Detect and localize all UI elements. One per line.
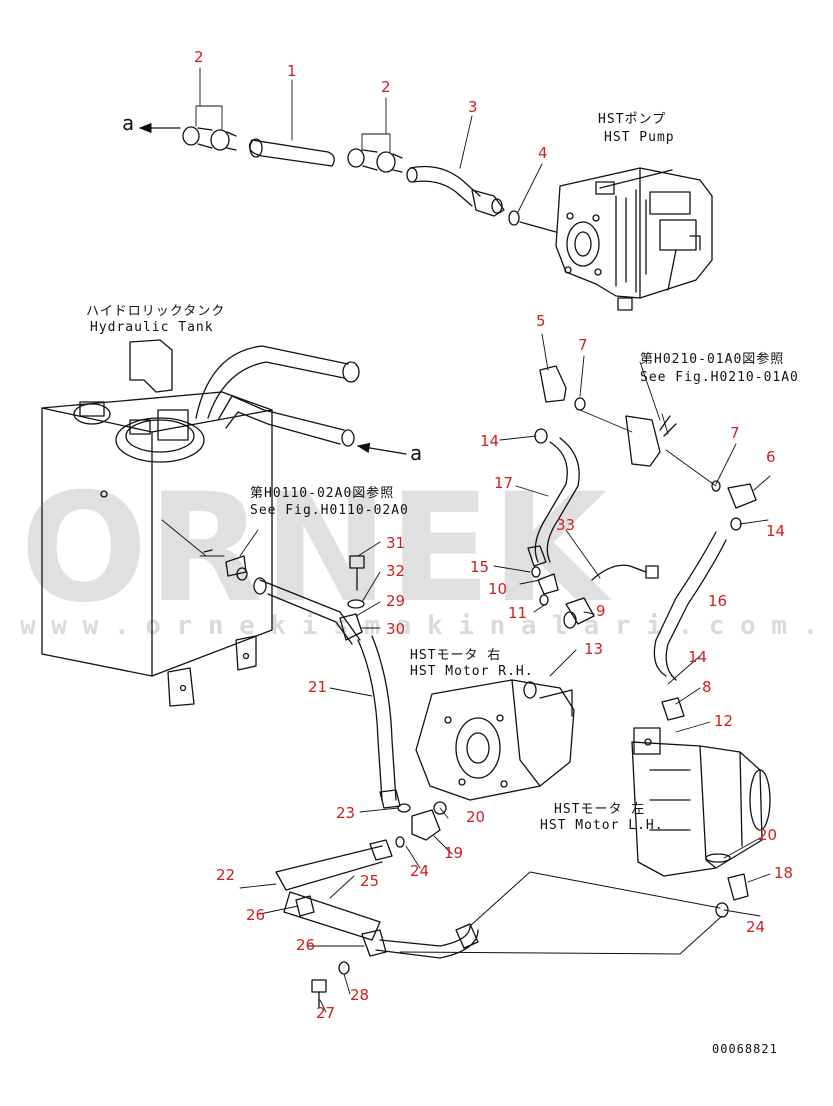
callout-14: 14: [480, 432, 500, 450]
tube-25: [283, 891, 381, 941]
note-ref-h0210-jp: 第H0210-01A0図参照: [640, 352, 785, 367]
hst-motor-lh-icon: [631, 697, 771, 877]
fitting-19: [411, 809, 441, 841]
callout-7: 7: [730, 424, 740, 442]
callout-28: 28: [350, 986, 370, 1004]
hose-17: [534, 437, 580, 563]
hose-16: [653, 531, 727, 681]
hydraulic-tank-icon: [41, 339, 407, 707]
tank-suction-pipe: [195, 345, 349, 419]
callout-22: 22: [216, 866, 236, 884]
note-motor-rh-en: HST Motor R.H.: [410, 664, 534, 679]
watermark-brand: ORNEK: [20, 462, 612, 636]
hose-22: [275, 845, 383, 891]
callout-23: 23: [336, 804, 356, 822]
callout-4: 4: [538, 144, 548, 162]
note-arrow-a-top: a: [122, 111, 136, 135]
tube-3: [409, 165, 481, 207]
note-ref-h0110-jp: 第H0110-02A0図参照: [250, 486, 395, 501]
callout-24: 24: [410, 862, 430, 880]
note-motor-rh-jp: HSTモータ 右: [410, 648, 502, 663]
callout-2: 2: [194, 48, 204, 66]
hose-21-group: [253, 555, 401, 809]
fitting-10: [537, 573, 559, 595]
fitting-6: [727, 483, 757, 509]
hose-clamp-icon: [376, 151, 396, 173]
hose-lower: [375, 925, 479, 959]
fitting-9: [565, 597, 595, 625]
sensor-33: [591, 564, 647, 581]
hst-motor-rh-icon: [415, 679, 575, 801]
callout-7: 7: [578, 336, 588, 354]
tank-side-fitting: [203, 549, 247, 577]
hst-pump-icon: [555, 167, 713, 311]
callout-26: 26: [246, 906, 266, 924]
callout-20: 20: [758, 826, 778, 844]
callout-31: 31: [386, 534, 406, 552]
callout-6: 6: [766, 448, 776, 466]
drawing-number: 00068821: [712, 1042, 778, 1056]
note-arrow-a-tank: a: [410, 441, 424, 465]
hose-clamp-icon: [347, 148, 365, 168]
callout-26: 26: [296, 936, 316, 954]
callout-2: 2: [381, 78, 391, 96]
callout-11: 11: [508, 604, 528, 622]
o-ring-4: [508, 210, 520, 226]
fitting-8: [661, 697, 685, 721]
hose-21-top: [259, 579, 361, 645]
callout-19: 19: [444, 844, 464, 862]
callout-16: 16: [708, 592, 728, 610]
callout-32: 32: [386, 562, 406, 580]
suction-line-group: [138, 122, 557, 233]
note-tank-en: Hydraulic Tank: [90, 320, 214, 335]
hose-clamp-icon: [210, 129, 230, 151]
fitting-18: [727, 873, 749, 901]
washer-28: [338, 961, 350, 975]
arrow-a-tank: [356, 442, 407, 455]
callout-15: 15: [470, 558, 490, 576]
callout-18: 18: [774, 864, 794, 882]
watermark: ORNEK w w w . o r n e k i s m a k i n a …: [20, 462, 833, 641]
callout-27: 27: [316, 1004, 336, 1022]
callout-14: 14: [688, 648, 708, 666]
lower-lines-group: [275, 801, 749, 1009]
callout-14: 14: [766, 522, 786, 540]
note-hst-pump-jp: HSTポンプ: [598, 112, 667, 127]
callout-1: 1: [287, 62, 297, 80]
callout-17: 17: [494, 474, 514, 492]
callout-33: 33: [556, 516, 576, 534]
callout-12: 12: [714, 712, 734, 730]
callout-21: 21: [308, 678, 328, 696]
callout-30: 30: [386, 620, 406, 638]
callout-24: 24: [746, 918, 766, 936]
valve-block: [625, 415, 661, 467]
hose-1: [248, 139, 335, 167]
note-hst-pump-en: HST Pump: [604, 130, 675, 145]
note-ref-h0110-en: See Fig.H0110-02A0: [250, 503, 409, 518]
callout-25: 25: [360, 872, 380, 890]
callout-3: 3: [468, 98, 478, 116]
callout-20: 20: [466, 808, 486, 826]
hose-clamp-icon: [182, 126, 200, 146]
note-motor-lh-en: HST Motor L.H.: [540, 818, 664, 833]
note-ref-h0210-en: See Fig.H0210-01A0: [640, 370, 799, 385]
callout-29: 29: [386, 592, 406, 610]
callout-8: 8: [702, 678, 712, 696]
note-motor-lh-jp: HSTモータ 左: [554, 802, 646, 817]
note-tank-jp: ハイドロリックタンク: [86, 304, 226, 319]
callout-10: 10: [488, 580, 508, 598]
callout-5: 5: [536, 312, 546, 330]
bolt-27: [311, 979, 327, 993]
hose-21: [357, 635, 397, 801]
callout-13: 13: [584, 640, 604, 658]
callout-9: 9: [596, 602, 606, 620]
fitting-5: [539, 365, 567, 403]
leader-lines: [161, 67, 771, 1013]
watermark-url: w w w . o r n e k i s m a k i n a l a r …: [20, 611, 833, 641]
